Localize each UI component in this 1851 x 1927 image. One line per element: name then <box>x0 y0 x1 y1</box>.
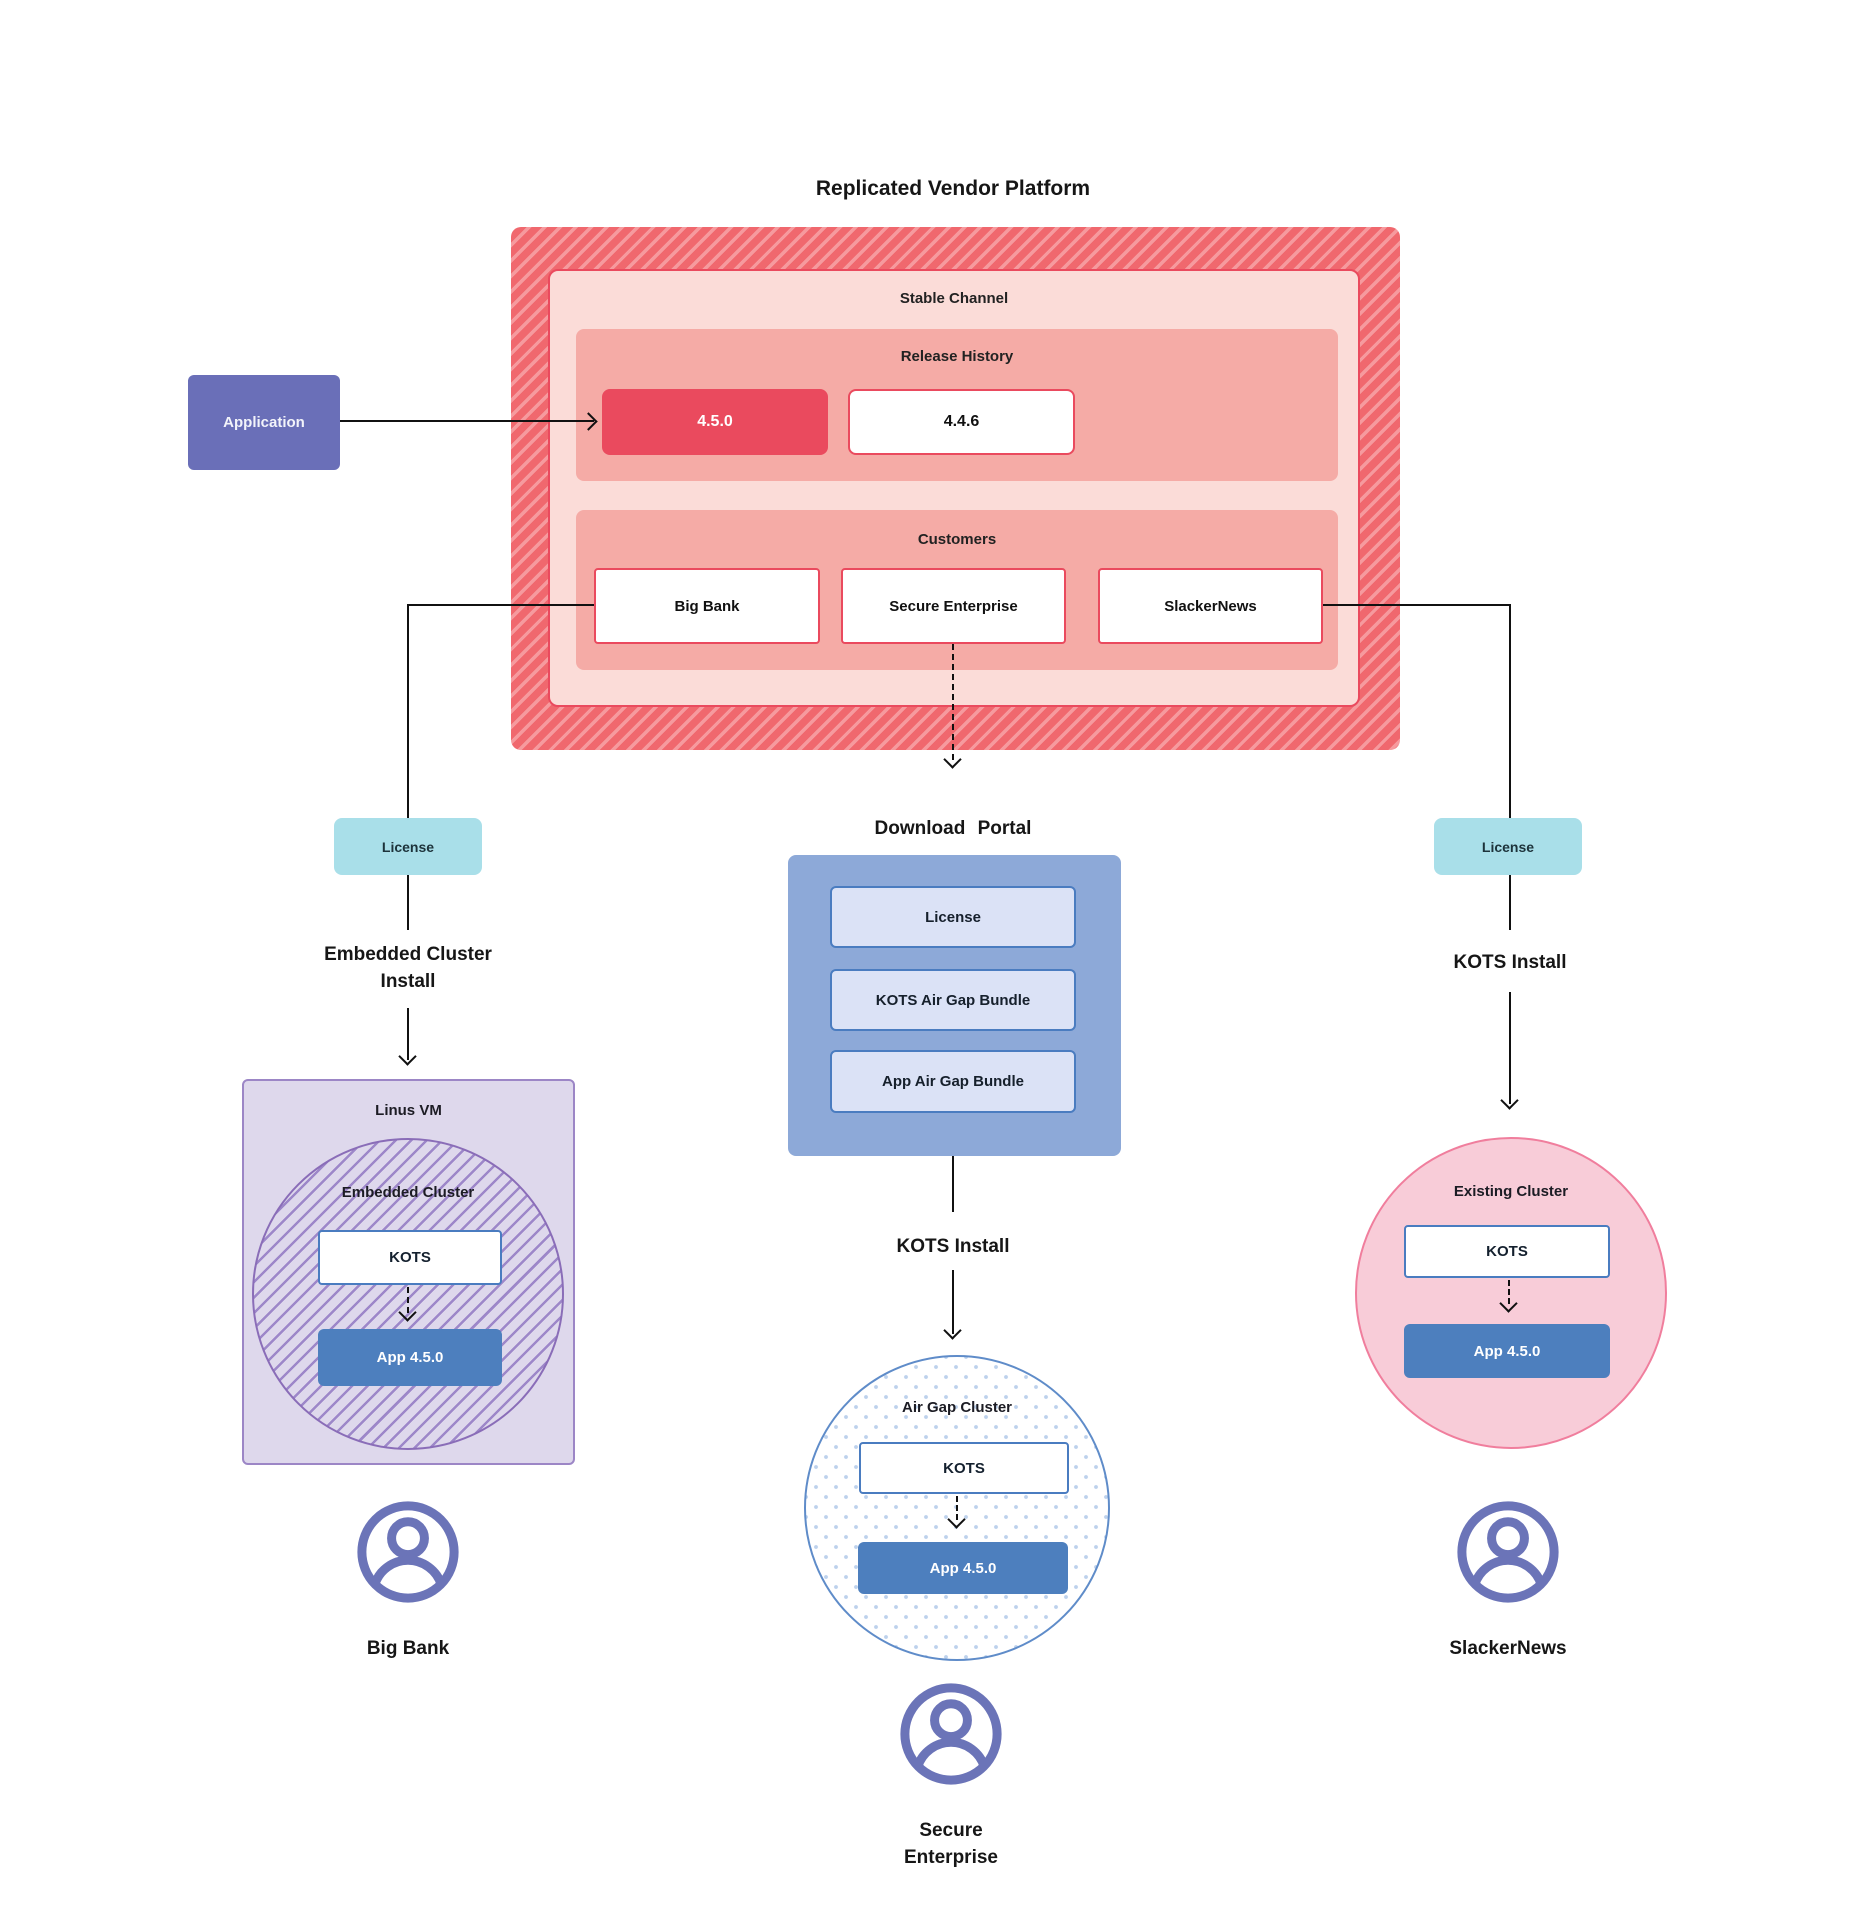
stable-channel-label: Stable Channel <box>899 289 1009 307</box>
user-icon <box>898 1681 1004 1787</box>
application-box: Application <box>188 375 340 470</box>
release-version-450: 4.5.0 <box>602 389 828 455</box>
portal-item-app-airgap-bundle: App Air Gap Bundle <box>830 1050 1076 1113</box>
kots-box-right: KOTS <box>1404 1225 1610 1278</box>
kots-install-arrowhead-center <box>943 1321 962 1340</box>
app-box-left: App 4.5.0 <box>318 1329 502 1386</box>
release-history-label: Release History <box>900 347 1014 365</box>
download-portal-title: Download Portal <box>874 817 1032 839</box>
persona-slackernews: SlackerNews <box>1449 1637 1567 1659</box>
app-box-center: App 4.5.0 <box>858 1542 1068 1594</box>
license-badge-right: License <box>1434 818 1582 875</box>
kots-install-label-center: KOTS Install <box>896 1235 1010 1257</box>
portal-item-license: License <box>830 886 1076 948</box>
embedded-cluster-circle <box>252 1138 564 1450</box>
secure-dash-arrowhead <box>943 750 962 769</box>
install-arrowhead-left <box>398 1047 417 1066</box>
embedded-cluster-label: Embedded Cluster <box>341 1183 475 1201</box>
big-bank-connector-v <box>407 604 409 818</box>
user-icon <box>1455 1499 1561 1605</box>
kots-box-left: KOTS <box>318 1230 502 1285</box>
diagram-title: Replicated Vendor Platform <box>815 177 1091 200</box>
customer-big-bank: Big Bank <box>594 568 820 644</box>
kots-app-dash-right <box>1508 1280 1510 1304</box>
application-arrow-line <box>340 420 594 422</box>
license-line-left <box>407 875 409 930</box>
existing-cluster-circle <box>1355 1137 1667 1449</box>
secure-dash-line <box>952 644 954 760</box>
kots-install-arrowhead-right <box>1500 1091 1519 1110</box>
customer-secure-enterprise: Secure Enterprise <box>841 568 1066 644</box>
kots-install-label-right: KOTS Install <box>1453 951 1567 973</box>
kots-box-center: KOTS <box>859 1442 1069 1494</box>
customers-label: Customers <box>917 530 997 548</box>
persona-secure-enterprise: Secure Enterprise <box>904 1820 998 1868</box>
install-arrow-line-left <box>407 1008 409 1060</box>
kots-install-arrow-right <box>1509 992 1511 1104</box>
kots-app-dash-left <box>407 1287 409 1313</box>
release-version-446: 4.4.6 <box>848 389 1075 455</box>
linux-vm-label: Linus VM <box>375 1101 442 1119</box>
existing-cluster-label: Existing Cluster <box>1453 1182 1569 1200</box>
license-badge-left: License <box>334 818 482 875</box>
big-bank-connector-h <box>408 604 594 606</box>
persona-big-bank: Big Bank <box>366 1637 450 1659</box>
user-icon <box>355 1499 461 1605</box>
kots-app-dash-center <box>956 1496 958 1520</box>
license-line-right <box>1509 875 1511 930</box>
portal-item-kots-airgap-bundle: KOTS Air Gap Bundle <box>830 969 1076 1031</box>
app-box-right: App 4.5.0 <box>1404 1324 1610 1378</box>
slackernews-connector-v <box>1509 604 1511 818</box>
portal-out-line <box>952 1156 954 1212</box>
slackernews-connector-h <box>1323 604 1510 606</box>
air-gap-cluster-label: Air Gap Cluster <box>901 1398 1013 1416</box>
customer-slackernews: SlackerNews <box>1098 568 1323 644</box>
embedded-cluster-install-label: Embedded Cluster Install <box>324 944 492 992</box>
kots-install-arrow-center <box>952 1270 954 1334</box>
